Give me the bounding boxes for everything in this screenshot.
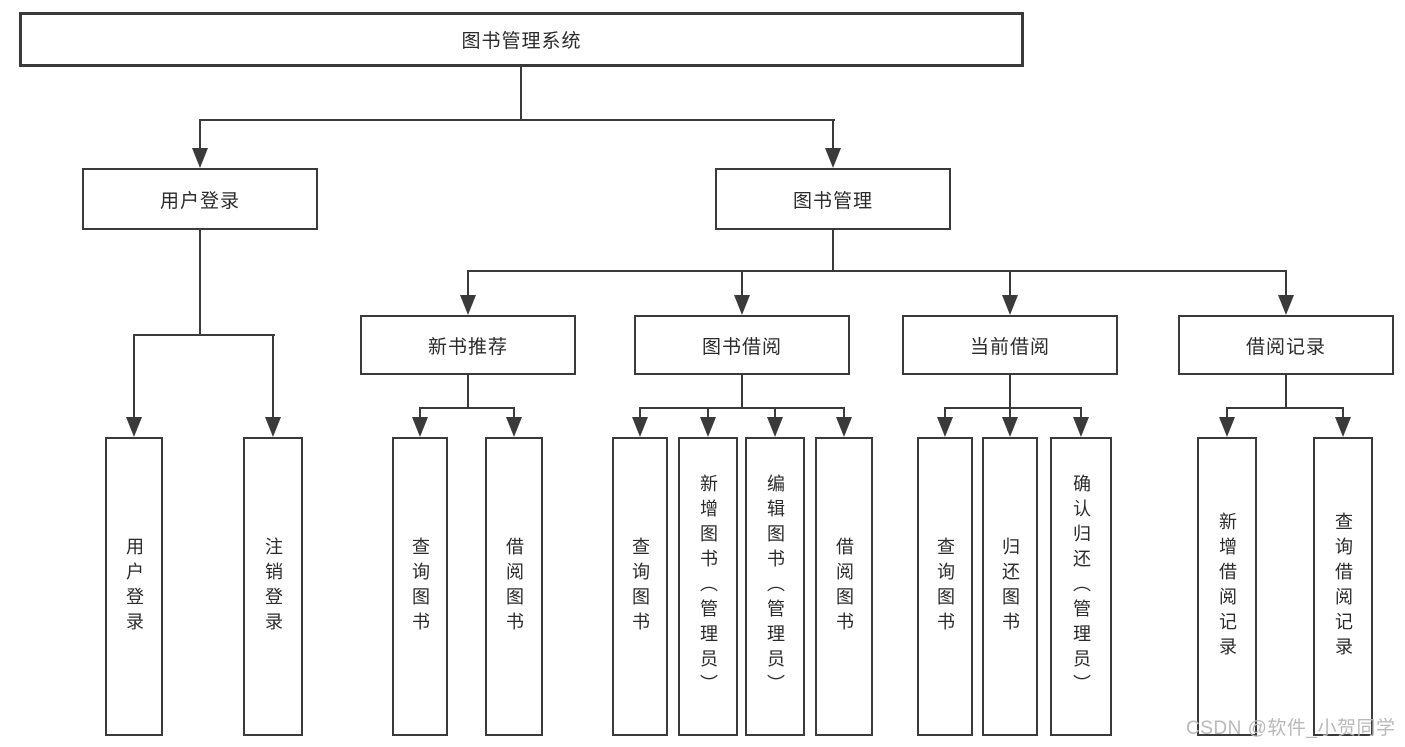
node-label: 归还图书: [1000, 536, 1020, 637]
arrowhead-down-rec-query: [412, 417, 428, 437]
arrowhead-down-borrow-records: [1278, 295, 1294, 315]
connector-arrow-line-book-borrow: [741, 270, 743, 297]
connector-borrow-records-branch: [1226, 407, 1344, 409]
node-label: 图书管理: [792, 190, 873, 212]
leaf-bb-edit-books-admin: 编辑图书（管理员）: [745, 437, 805, 736]
arrowhead-down-br-query: [1335, 417, 1351, 437]
node-label: 图书借阅: [701, 336, 782, 358]
connector-level2-branch: [199, 119, 835, 121]
node-current-borrowing: 当前借阅: [902, 315, 1118, 375]
connector-arrow-line-login-leaf: [133, 334, 135, 419]
csdn-watermark: CSDN @软件_小贺同学: [1186, 718, 1396, 739]
leaf-bb-query-books: 查询图书: [612, 437, 668, 736]
connector-arrow-line-bb-add: [707, 407, 709, 419]
node-label: 当前借阅: [969, 336, 1050, 358]
leaf-br-query-record: 查询借阅记录: [1313, 437, 1373, 736]
node-book-management: 图书管理: [715, 168, 951, 230]
arrowhead-down-bb-edit: [767, 417, 783, 437]
leaf-bb-borrow-books: 借阅图书: [815, 437, 873, 736]
leaf-user-login: 用户登录: [105, 437, 163, 736]
node-label: 查询图书: [410, 536, 430, 637]
arrowhead-down-bb-add: [700, 417, 716, 437]
connector-arrow-line-rec-borrow: [513, 407, 515, 419]
leaf-logout: 注销登录: [243, 437, 303, 736]
connector-arrow-line-book-mgmt: [832, 119, 834, 150]
node-label: 查询图书: [630, 536, 650, 637]
node-user-login: 用户登录: [82, 168, 318, 230]
node-label: 新增借阅记录: [1217, 511, 1237, 662]
connector-current-borrow-drop: [1009, 373, 1011, 409]
node-label: 借阅记录: [1245, 336, 1326, 358]
node-borrowing-records: 借阅记录: [1178, 315, 1394, 375]
leaf-bb-add-books-admin: 新增图书（管理员）: [678, 437, 738, 736]
connector-book-mgmt-drop: [832, 228, 834, 272]
arrowhead-down-bb-query: [632, 417, 648, 437]
node-label: 图书管理系统: [461, 31, 582, 52]
node-library-management-system: 图书管理系统: [19, 12, 1024, 67]
connector-current-borrow-branch: [944, 407, 1082, 409]
connector-root-drop: [520, 66, 522, 121]
arrowhead-down-current-borrow: [1002, 295, 1018, 315]
connector-arrow-line-logout-leaf: [272, 334, 274, 419]
node-book-borrowing: 图书借阅: [634, 315, 850, 375]
connector-arrow-line-br-query: [1342, 407, 1344, 419]
node-label: 确认归还（管理员）: [1071, 474, 1091, 699]
arrowhead-down-cb-return: [1002, 417, 1018, 437]
connector-level3-branch: [467, 270, 1287, 272]
arrowhead-down-bb-borrow: [836, 417, 852, 437]
connector-arrow-line-cb-query: [944, 407, 946, 419]
arrowhead-down-login-leaf: [126, 417, 142, 437]
connector-arrow-line-new-book-rec: [467, 270, 469, 297]
arrowhead-down-br-add: [1219, 417, 1235, 437]
connector-book-borrow-drop: [741, 373, 743, 409]
arrowhead-down-book-borrow: [734, 295, 750, 315]
leaf-cb-return-books: 归还图书: [982, 437, 1038, 736]
node-label: 借阅图书: [834, 536, 854, 637]
node-new-book-recommendation: 新书推荐: [360, 315, 576, 375]
connector-arrow-line-bb-query: [639, 407, 641, 419]
node-label: 查询借阅记录: [1333, 511, 1353, 662]
node-label: 用户登录: [159, 190, 240, 212]
connector-arrow-line-user-login: [199, 119, 201, 150]
connector-arrow-line-rec-query: [419, 407, 421, 419]
arrowhead-down-user-login: [192, 148, 208, 168]
node-label: 查询图书: [935, 536, 955, 637]
connector-new-book-rec-drop: [467, 373, 469, 409]
connector-book-borrow-branch: [639, 407, 845, 409]
leaf-cb-confirm-return-admin: 确认归还（管理员）: [1050, 437, 1112, 736]
arrowhead-down-logout-leaf: [265, 417, 281, 437]
arrowhead-down-cb-confirm: [1073, 417, 1089, 437]
connector-arrow-line-borrow-records: [1285, 270, 1287, 297]
arrowhead-down-cb-query: [937, 417, 953, 437]
node-label: 用户登录: [124, 536, 144, 637]
connector-arrow-line-cb-return: [1009, 407, 1011, 419]
connector-user-login-drop: [199, 228, 201, 336]
connector-arrow-line-br-add: [1226, 407, 1228, 419]
arrowhead-down-new-book-rec: [460, 295, 476, 315]
node-label: 新增图书（管理员）: [698, 474, 718, 699]
connector-arrow-line-bb-borrow: [843, 407, 845, 419]
arrowhead-down-book-mgmt: [825, 148, 841, 168]
leaf-br-add-record: 新增借阅记录: [1197, 437, 1257, 736]
node-label: 新书推荐: [427, 336, 508, 358]
leaf-rec-query-books: 查询图书: [392, 437, 448, 736]
connector-arrow-line-bb-edit: [774, 407, 776, 419]
connector-new-book-rec-branch: [419, 407, 515, 409]
node-label: 注销登录: [263, 536, 283, 637]
leaf-rec-borrow-books: 借阅图书: [485, 437, 543, 736]
connector-arrow-line-cb-confirm: [1080, 407, 1082, 419]
connector-borrow-records-drop: [1285, 373, 1287, 409]
node-label: 借阅图书: [504, 536, 524, 637]
node-label: 编辑图书（管理员）: [765, 474, 785, 699]
arrowhead-down-rec-borrow: [506, 417, 522, 437]
connector-arrow-line-current-borrow: [1009, 270, 1011, 297]
leaf-cb-query-books: 查询图书: [917, 437, 973, 736]
connector-user-login-branch: [133, 334, 275, 336]
